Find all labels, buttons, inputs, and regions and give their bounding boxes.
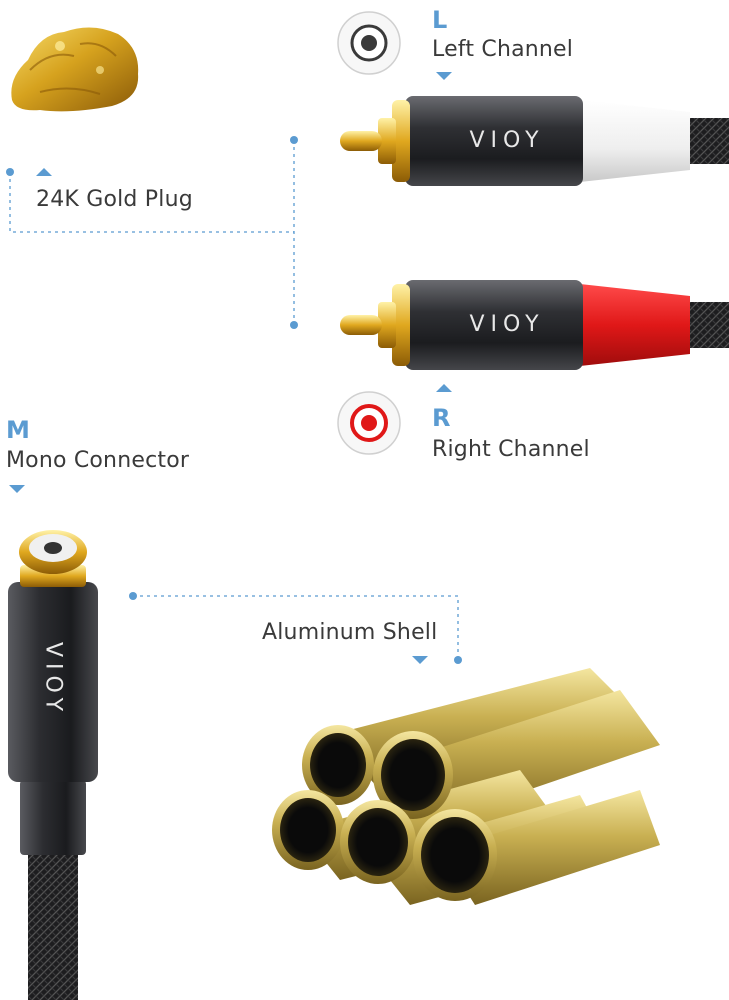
red-rca-plug-image — [340, 280, 729, 370]
gold-plug-label: 24K Gold Plug — [36, 187, 193, 212]
dashed-leader-lines — [9, 140, 459, 660]
right-channel-arrow-icon — [436, 384, 452, 392]
brand-logo-mono: VIOY — [40, 641, 66, 718]
left-channel-label: Left Channel — [432, 37, 574, 62]
aluminum-shell-label: Aluminum Shell — [262, 620, 438, 645]
brand-logo-top: VIOY — [469, 128, 545, 153]
gold-plug-arrow-icon — [36, 168, 52, 176]
mono-arrow-icon — [9, 485, 25, 493]
aluminum-tubes-image — [272, 668, 660, 905]
line-dots — [6, 136, 462, 664]
right-channel-label: Right Channel — [432, 437, 590, 462]
left-channel-letter: L — [432, 6, 448, 34]
left-channel-arrow-icon — [436, 72, 452, 80]
white-rca-plug-image — [340, 96, 729, 186]
mono-connector-label: Mono Connector — [6, 448, 190, 473]
mono-rca-connector-image — [8, 530, 98, 1000]
red-socket-icon — [337, 391, 401, 455]
right-channel-letter: R — [432, 404, 451, 432]
aluminum-shell-arrow-icon — [412, 656, 428, 664]
white-socket-icon — [337, 11, 401, 75]
gold-nugget-image — [11, 27, 139, 112]
mono-letter: M — [6, 416, 30, 444]
brand-logo-bottom: VIOY — [469, 312, 545, 337]
